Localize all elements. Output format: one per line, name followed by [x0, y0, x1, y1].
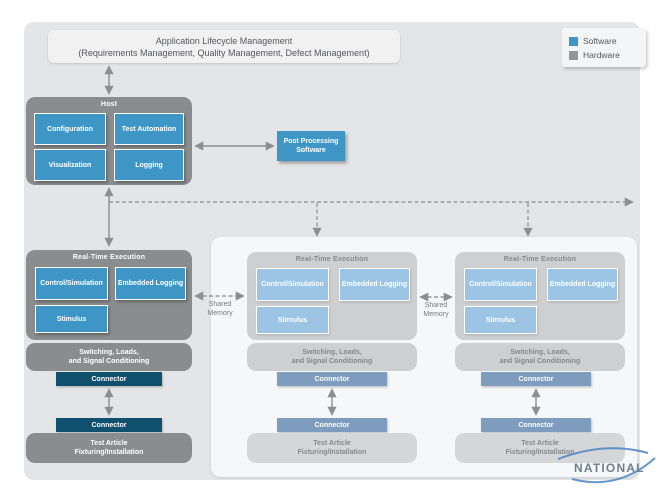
alm-subtitle: (Requirements Management, Quality Manage… — [78, 47, 370, 58]
rte-title-left: Real-Time Execution — [72, 254, 146, 261]
shared-memory-line1: Shared — [424, 302, 448, 309]
switching-line2-right: and Signal Conditioning — [499, 358, 581, 365]
legend-item-software: Software — [569, 34, 646, 48]
connector-top-left: Connector — [56, 372, 162, 386]
switching-box-right: Switching, Loads, and Signal Conditionin… — [455, 343, 625, 371]
test-article-line2-right: Fixturing/Installation — [505, 449, 575, 456]
ni-logo-text: NATIONAL — [574, 461, 645, 475]
test-article-box-left: Test Article Fixturing/Installation — [26, 433, 192, 463]
host-box: Host Configuration Test Automation Visua… — [26, 97, 192, 185]
legend-label-hardware: Hardware — [583, 50, 620, 60]
shared-memory-label-right: Shared Memory — [410, 301, 462, 319]
switching-line2-middle: and Signal Conditioning — [291, 358, 373, 365]
shared-memory-line2: Memory — [423, 311, 449, 318]
test-article-box-right: Test Article Fixturing/Installation — [455, 433, 625, 463]
connector-top-middle: Connector — [277, 372, 387, 386]
switching-line2-left: and Signal Conditioning — [68, 358, 150, 365]
module-control-simulation-left: Control/Simulation — [35, 267, 108, 300]
post-processing-line2: Software — [296, 147, 326, 154]
switching-box-left: Switching, Loads, and Signal Conditionin… — [26, 343, 192, 371]
software-swatch-icon — [569, 36, 578, 46]
rte-box-left: Real-Time Execution Control/Simulation E… — [26, 250, 192, 340]
test-article-line1-left: Test Article — [90, 440, 128, 447]
legend-label-software: Software — [583, 36, 617, 46]
module-control-simulation-middle: Control/Simulation — [256, 268, 329, 301]
module-stimulus-middle: Stimulus — [256, 306, 329, 334]
connector-bottom-middle: Connector — [277, 418, 387, 432]
legend: Software Hardware — [562, 28, 646, 67]
ni-logo: NATIONAL — [556, 436, 661, 494]
alm-title: Application Lifecycle Management — [155, 35, 293, 46]
ni-swoosh-icon — [557, 447, 656, 484]
post-processing-line1: Post Processing — [283, 138, 339, 145]
module-embedded-logging-middle: Embedded Logging — [339, 268, 410, 301]
shared-memory-line2: Memory — [207, 310, 233, 317]
test-article-line2-left: Fixturing/Installation — [74, 449, 144, 456]
module-control-simulation-right: Control/Simulation — [464, 268, 537, 301]
host-title: Host — [100, 101, 118, 108]
test-article-line1-middle: Test Article — [313, 440, 351, 447]
switching-line1-left: Switching, Loads, — [79, 349, 139, 356]
rte-title-right: Real-Time Execution — [503, 256, 577, 263]
module-logging: Logging — [114, 149, 184, 181]
module-stimulus-left: Stimulus — [35, 305, 108, 333]
test-article-line1-right: Test Article — [521, 440, 559, 447]
module-visualization: Visualization — [34, 149, 106, 181]
rte-box-middle: Real-Time Execution Control/Simulation E… — [247, 252, 417, 340]
connector-bottom-left: Connector — [56, 418, 162, 432]
hardware-swatch-icon — [569, 50, 578, 60]
test-article-line2-middle: Fixturing/Installation — [297, 449, 367, 456]
switching-box-middle: Switching, Loads, and Signal Conditionin… — [247, 343, 417, 371]
module-configuration: Configuration — [34, 113, 106, 145]
shared-memory-line1: Shared — [208, 301, 232, 308]
test-article-box-middle: Test Article Fixturing/Installation — [247, 433, 417, 463]
switching-line1-right: Switching, Loads, — [510, 349, 570, 356]
shared-memory-label-left: Shared Memory — [194, 300, 246, 318]
alm-box: Application Lifecycle Management (Requir… — [48, 30, 400, 63]
module-embedded-logging-right: Embedded Logging — [547, 268, 618, 301]
module-test-automation: Test Automation — [114, 113, 184, 145]
rte-box-right: Real-Time Execution Control/Simulation E… — [455, 252, 625, 340]
post-processing-box: Post Processing Software — [277, 131, 345, 161]
connector-top-right: Connector — [481, 372, 591, 386]
legend-item-hardware: Hardware — [569, 48, 646, 62]
module-stimulus-right: Stimulus — [464, 306, 537, 334]
module-embedded-logging-left: Embedded Logging — [115, 267, 186, 300]
rte-title-middle: Real-Time Execution — [295, 256, 369, 263]
switching-line1-middle: Switching, Loads, — [302, 349, 362, 356]
connector-bottom-right: Connector — [481, 418, 591, 432]
